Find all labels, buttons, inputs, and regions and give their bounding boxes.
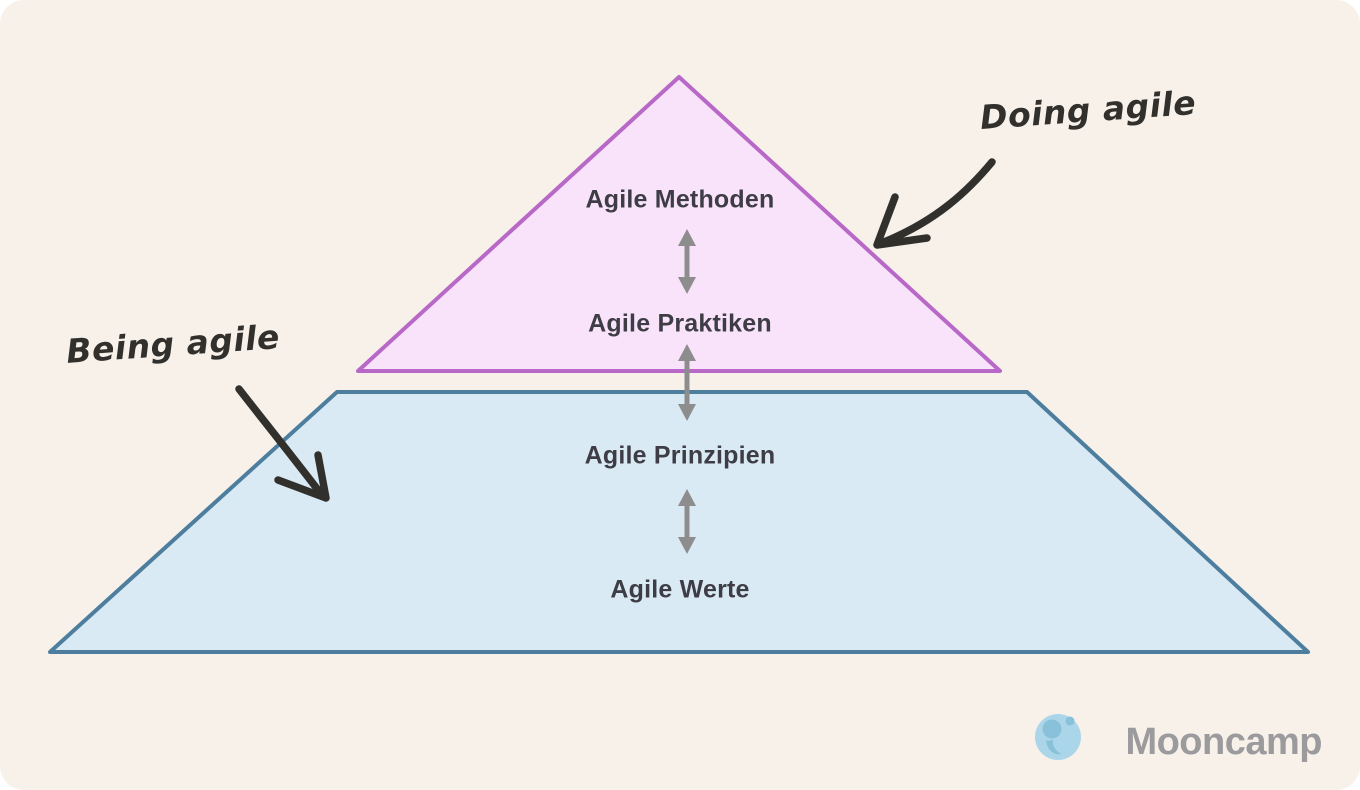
being-agile-trapezoid [48,390,1310,654]
level-label-agile-werte: Agile Werte [610,575,750,604]
level-label-agile-praktiken: Agile Praktiken [588,309,772,338]
being-agile-arrow [235,385,330,502]
level-label-agile-methoden: Agile Methoden [585,185,775,214]
double-arrow-praktiken-prinzipien [678,344,696,421]
double-arrow-methoden-praktiken [678,229,696,294]
doing-agile-triangle [356,75,1002,373]
mooncamp-logo: Mooncamp [1066,721,1322,764]
level-label-agile-prinzipien: Agile Prinzipien [584,441,776,470]
mooncamp-moon-icon [1035,714,1081,760]
connector-arrows [678,229,696,554]
hand-drawn-arrows [235,158,996,502]
double-arrow-prinzipien-werte [678,489,696,554]
mooncamp-logo-text: Mooncamp [1125,721,1322,763]
doing-agile-arrow [873,158,996,249]
